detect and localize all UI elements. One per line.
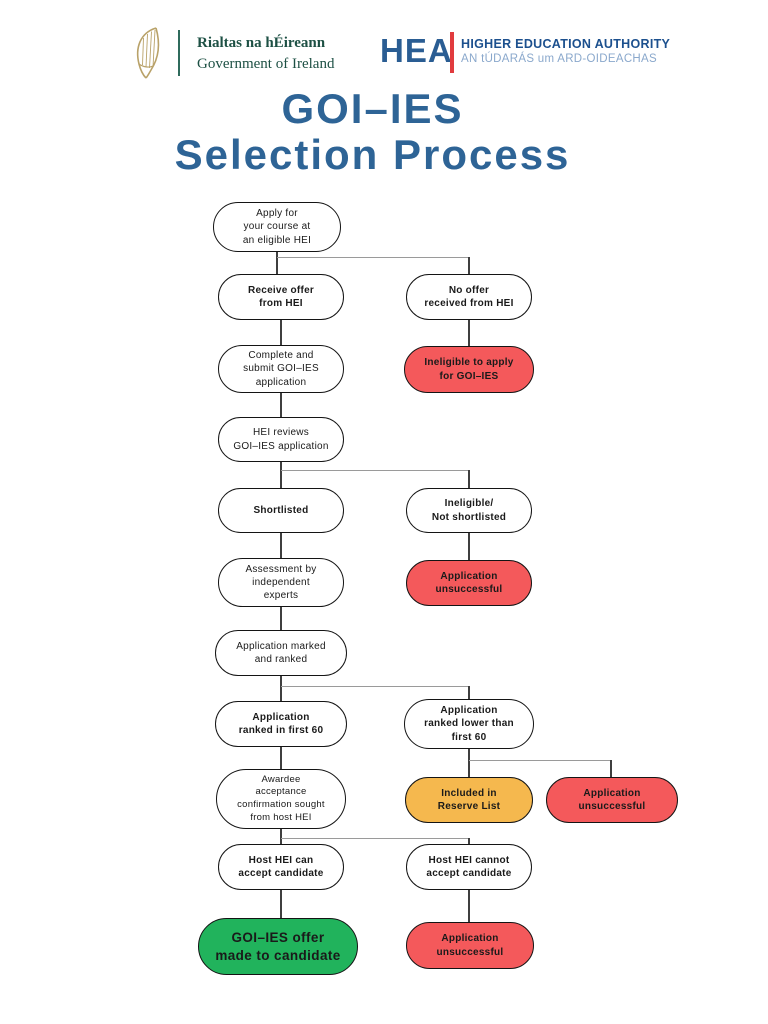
page-title-line1: GOI–IES bbox=[281, 85, 464, 132]
node-goi-ies-offer-made: GOI–IES offer made to candidate bbox=[198, 918, 358, 975]
connector-line bbox=[469, 760, 612, 762]
node-ineligible-to-apply: Ineligible to apply for GOI–IES bbox=[404, 346, 534, 393]
irish-harp-icon bbox=[136, 27, 160, 79]
node-not-shortlisted: Ineligible/ Not shortlisted bbox=[406, 488, 532, 533]
connector-line bbox=[468, 686, 470, 700]
connector-line bbox=[610, 760, 612, 777]
connector-line bbox=[280, 461, 282, 489]
hea-names: HIGHER EDUCATION AUTHORITY AN tÚDARÁS um… bbox=[461, 36, 670, 67]
connector-line bbox=[280, 319, 282, 346]
connector-line bbox=[468, 889, 470, 922]
node-assessment-independent-experts: Assessment by independent experts bbox=[218, 558, 344, 607]
connector-line bbox=[468, 319, 470, 347]
node-included-reserve-list: Included in Reserve List bbox=[405, 777, 533, 823]
connector-line bbox=[276, 251, 278, 275]
node-complete-submit-application: Complete and submit GOI–IES application bbox=[218, 345, 344, 393]
hea-red-bar bbox=[450, 32, 454, 73]
connector-line bbox=[280, 889, 282, 919]
hea-acronym: HEA bbox=[380, 32, 453, 69]
connector-line bbox=[468, 532, 470, 561]
node-apply-eligible-hei: Apply for your course at an eligible HEI bbox=[213, 202, 341, 252]
connector-line bbox=[468, 470, 470, 489]
node-application-unsuccessful-3: Application unsuccessful bbox=[406, 922, 534, 969]
connector-line bbox=[468, 257, 470, 275]
node-host-hei-cannot-accept: Host HEI cannot accept candidate bbox=[406, 844, 532, 890]
connector-line bbox=[281, 838, 469, 840]
connector-line bbox=[281, 686, 469, 688]
node-shortlisted: Shortlisted bbox=[218, 488, 344, 533]
node-awardee-acceptance-confirmation: Awardee acceptance confirmation sought f… bbox=[216, 769, 346, 829]
logo-divider bbox=[178, 30, 180, 76]
connector-line bbox=[281, 470, 469, 472]
node-hei-reviews-application: HEI reviews GOI–IES application bbox=[218, 417, 344, 462]
node-application-unsuccessful-1: Application unsuccessful bbox=[406, 560, 532, 606]
connector-line bbox=[280, 828, 282, 845]
connector-line bbox=[280, 606, 282, 631]
page-title-line2: Selection Process bbox=[174, 131, 571, 178]
node-ranked-lower-than-60: Application ranked lower than first 60 bbox=[404, 699, 534, 749]
connector-line bbox=[277, 257, 470, 259]
connector-line bbox=[468, 748, 470, 777]
connector-line bbox=[468, 838, 470, 845]
node-host-hei-can-accept: Host HEI can accept candidate bbox=[218, 844, 344, 890]
node-application-marked-ranked: Application marked and ranked bbox=[215, 630, 347, 676]
connector-line bbox=[280, 532, 282, 559]
node-no-offer: No offer received from HEI bbox=[406, 274, 532, 320]
page-title: GOI–IES Selection Process bbox=[0, 88, 745, 176]
connector-line bbox=[280, 746, 282, 771]
gov-title-english: Government of Ireland bbox=[197, 56, 335, 73]
hea-name-english: HIGHER EDUCATION AUTHORITY bbox=[461, 37, 671, 51]
connector-line bbox=[280, 392, 282, 418]
hea-name-irish: AN tÚDARÁS um ARD-OIDEACHAS bbox=[461, 53, 657, 66]
node-receive-offer: Receive offer from HEI bbox=[218, 274, 344, 320]
node-application-unsuccessful-2: Application unsuccessful bbox=[546, 777, 678, 823]
gov-title-irish: Rialtas na hÉireann bbox=[197, 35, 326, 51]
connector-line bbox=[280, 675, 282, 702]
node-ranked-in-first-60: Application ranked in first 60 bbox=[215, 701, 347, 747]
government-of-ireland-logo: Rialtas na hÉireann Government of Irelan… bbox=[197, 33, 334, 76]
